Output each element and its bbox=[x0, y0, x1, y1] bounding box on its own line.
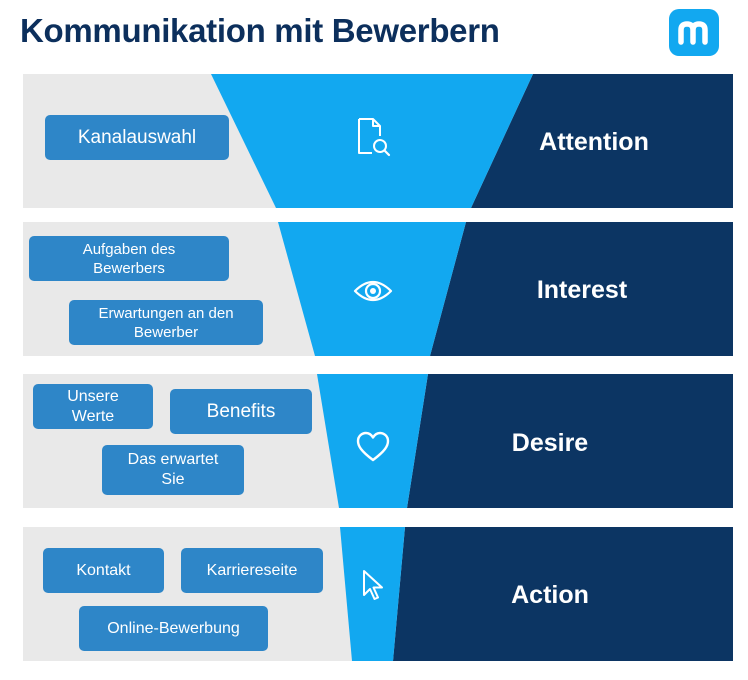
chip-erwartungen-an-den-bewerber: Erwartungen an den Bewerber bbox=[69, 300, 263, 345]
heart-icon bbox=[356, 431, 390, 462]
stage-panel-desire bbox=[407, 374, 733, 508]
stage-panel-attention bbox=[471, 74, 733, 208]
chip-aufgaben-des-bewerbers: Aufgaben des Bewerbers bbox=[29, 236, 229, 281]
stage-label-interest: Interest bbox=[536, 276, 628, 304]
chip-unsere-werte: Unsere Werte bbox=[33, 384, 153, 429]
funnel-segment-desire bbox=[317, 374, 428, 508]
stage-panel-action bbox=[393, 527, 733, 661]
chip-kanalauswahl: Kanalauswahl bbox=[45, 115, 229, 160]
stage-label-desire: Desire bbox=[511, 429, 589, 457]
stage-panel-interest bbox=[430, 222, 733, 356]
logo-m-icon bbox=[678, 21, 708, 45]
document-search-icon bbox=[358, 118, 391, 157]
funnel-segment-attention bbox=[211, 74, 533, 208]
cursor-icon bbox=[363, 570, 383, 600]
eye-icon bbox=[353, 280, 393, 302]
chip-benefits: Benefits bbox=[170, 389, 312, 434]
page-title: Kommunikation mit Bewerbern bbox=[20, 12, 500, 49]
brand-logo bbox=[669, 9, 719, 56]
chip-karriereseite: Karriereseite bbox=[181, 548, 323, 593]
chip-kontakt: Kontakt bbox=[43, 548, 164, 593]
stage-label-action: Action bbox=[511, 581, 589, 609]
chip-online-bewerbung: Online-Bewerbung bbox=[79, 606, 268, 651]
chip-das-erwartet-sie: Das erwartet Sie bbox=[102, 445, 244, 495]
stage-label-attention: Attention bbox=[539, 128, 649, 156]
